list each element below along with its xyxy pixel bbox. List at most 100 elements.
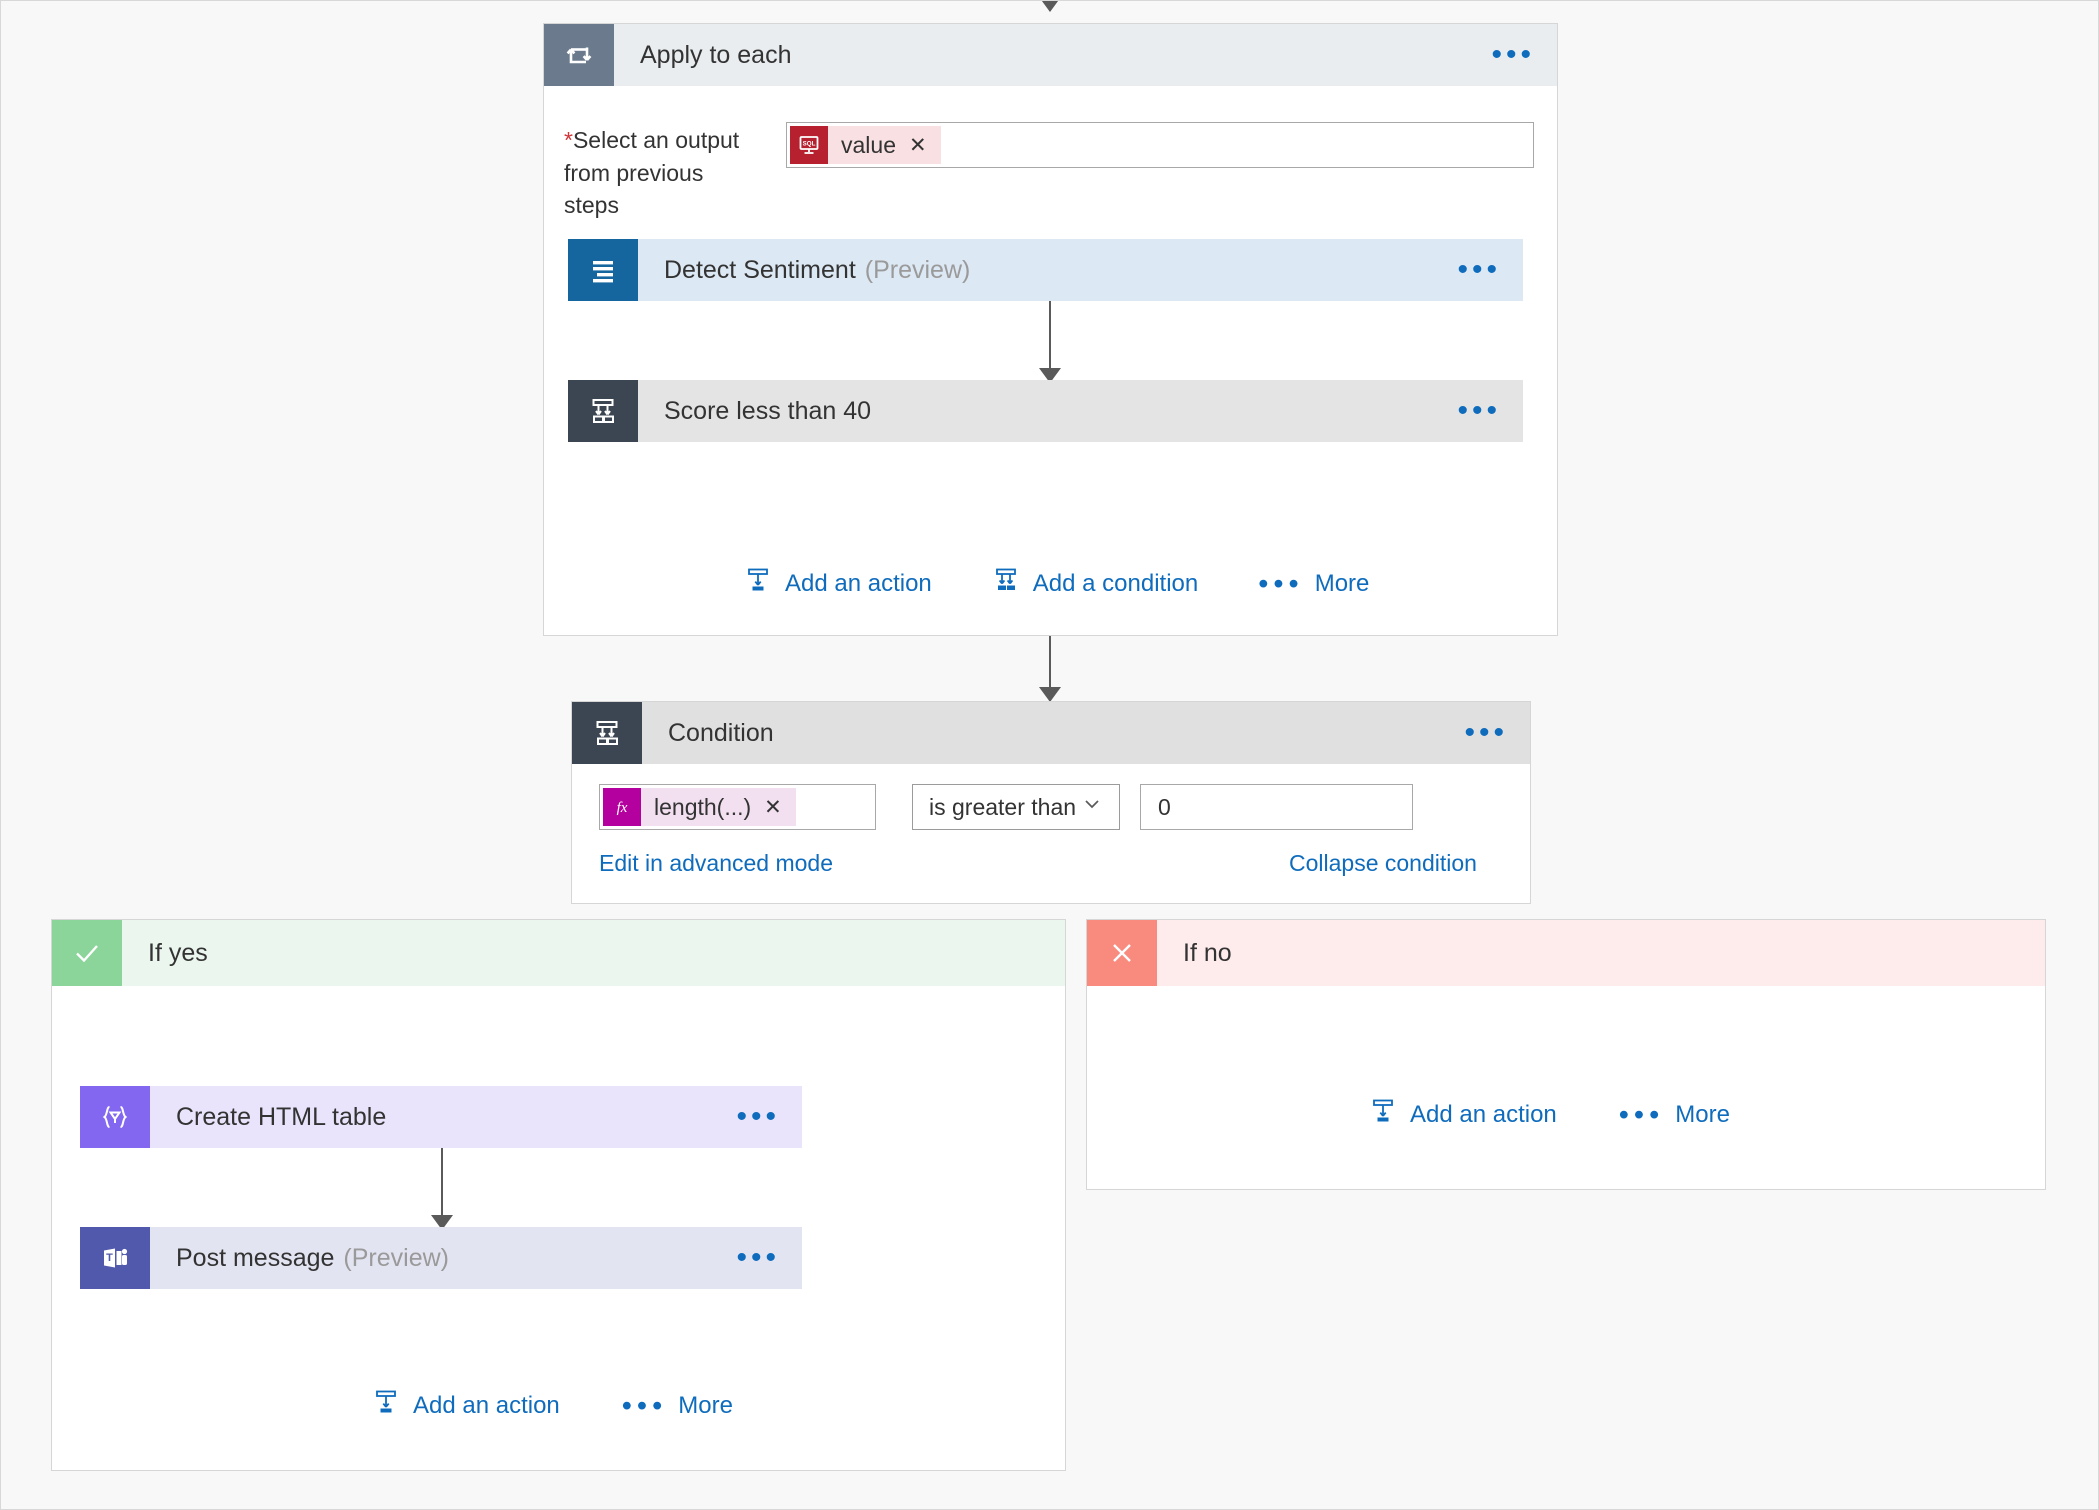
- apply-to-each-header-body: Apply to each •••: [614, 24, 1557, 86]
- if-no-add-an-action-button[interactable]: Add an action: [1369, 1097, 1557, 1132]
- select-output-label: *Select an output from previous steps: [564, 124, 754, 222]
- if-yes-label-wrap: If yes: [122, 920, 1065, 986]
- if-no-label: If no: [1183, 938, 1232, 967]
- if-yes-add-an-action-button[interactable]: Add an action: [372, 1388, 560, 1423]
- condition-left-operand-field[interactable]: fx length(...) ✕: [599, 784, 876, 830]
- function-fx-icon: fx: [603, 788, 641, 826]
- edit-in-advanced-mode-link[interactable]: Edit in advanced mode: [599, 850, 833, 876]
- arrow-into-apply-to-each: [1049, 1, 1051, 11]
- length-expression-token[interactable]: fx length(...) ✕: [603, 788, 796, 826]
- apply-to-each-overflow-menu[interactable]: •••: [1491, 38, 1535, 71]
- create-html-table-header[interactable]: Create HTML table •••: [80, 1086, 802, 1148]
- chevron-down-icon: [1081, 793, 1103, 821]
- create-html-table-card[interactable]: Create HTML table •••: [80, 1086, 802, 1148]
- sql-server-icon: SQL: [790, 126, 828, 164]
- if-yes-more-label: More: [678, 1391, 733, 1419]
- value-token-remove-icon[interactable]: ✕: [908, 133, 927, 157]
- cross-icon: [1087, 920, 1157, 986]
- select-output-label-text: Select an output from previous steps: [564, 127, 740, 219]
- if-yes-actions: Add an action ••• More: [372, 1388, 733, 1423]
- add-a-condition-label: Add a condition: [1032, 569, 1199, 597]
- text-analytics-icon: [568, 239, 638, 301]
- add-action-icon: [1369, 1097, 1397, 1132]
- length-expression-remove-icon[interactable]: ✕: [764, 795, 782, 819]
- if-no-header: If no: [1087, 920, 2045, 986]
- svg-text:fx: fx: [617, 800, 628, 816]
- post-message-header[interactable]: T Post message (Preview) •••: [80, 1227, 802, 1289]
- apply-to-each-title: Apply to each: [640, 40, 792, 69]
- condition-container: Condition ••• fx length(...) ✕: [571, 701, 1531, 904]
- if-yes-label: If yes: [148, 938, 208, 967]
- arrow-detect-sentiment-to-score: [1049, 301, 1051, 382]
- comparison-operator-dropdown[interactable]: is greater than: [912, 784, 1120, 830]
- apply-to-each-container: Apply to each ••• *Select an output from…: [543, 23, 1558, 636]
- if-yes-add-an-action-label: Add an action: [413, 1391, 560, 1419]
- loop-icon: [544, 24, 614, 86]
- teams-icon: T: [80, 1227, 150, 1289]
- select-output-field[interactable]: SQL value ✕: [786, 122, 1534, 168]
- if-yes-branch-container: If yes Create HTML table •••: [51, 919, 1066, 1471]
- comparison-operator-value: is greater than: [929, 793, 1077, 820]
- condition-value-text: 0: [1158, 793, 1171, 820]
- score-less-than-40-title: Score less than 40: [664, 396, 872, 425]
- add-an-action-label: Add an action: [785, 569, 932, 597]
- if-yes-more-button[interactable]: ••• More: [621, 1389, 733, 1422]
- value-token-body: value ✕: [828, 126, 941, 164]
- if-no-label-wrap: If no: [1157, 920, 2045, 986]
- condition-overflow-menu[interactable]: •••: [1464, 716, 1508, 749]
- add-an-action-button[interactable]: Add an action: [744, 566, 932, 601]
- if-no-add-an-action-label: Add an action: [1410, 1100, 1557, 1128]
- detect-sentiment-card[interactable]: Detect Sentiment (Preview) •••: [568, 239, 1523, 301]
- collapse-condition-link[interactable]: Collapse condition: [1289, 850, 1477, 876]
- more-button[interactable]: ••• More: [1258, 567, 1370, 600]
- arrow-create-html-table-to-post-message: [441, 1148, 443, 1229]
- svg-text:SQL: SQL: [803, 140, 816, 147]
- more-label: More: [1314, 569, 1370, 597]
- detect-sentiment-title: Detect Sentiment: [664, 255, 856, 284]
- more-dots-icon: •••: [621, 1389, 668, 1422]
- post-message-title: Post message: [176, 1243, 335, 1272]
- length-expression-token-body: length(...) ✕: [641, 788, 796, 826]
- apply-to-each-header[interactable]: Apply to each •••: [544, 24, 1557, 86]
- condition-value-input[interactable]: 0: [1140, 784, 1413, 830]
- condition-title: Condition: [668, 718, 774, 747]
- add-action-icon: [744, 566, 772, 601]
- score-less-than-40-header-body: Score less than 40 •••: [638, 380, 1523, 442]
- post-message-preview-badge: (Preview): [343, 1243, 449, 1272]
- if-no-more-button[interactable]: ••• More: [1618, 1098, 1730, 1131]
- value-token[interactable]: SQL value ✕: [790, 126, 941, 164]
- detect-sentiment-header-body: Detect Sentiment (Preview) •••: [638, 239, 1523, 301]
- add-condition-icon: [992, 566, 1020, 601]
- if-no-actions: Add an action ••• More: [1369, 1097, 1730, 1132]
- condition-header[interactable]: Condition •••: [572, 702, 1530, 764]
- detect-sentiment-preview-badge: (Preview): [864, 255, 971, 284]
- create-html-table-header-body: Create HTML table •••: [150, 1086, 802, 1148]
- detect-sentiment-header[interactable]: Detect Sentiment (Preview) •••: [568, 239, 1523, 301]
- data-operations-icon: [80, 1086, 150, 1148]
- detect-sentiment-overflow-menu[interactable]: •••: [1457, 253, 1501, 286]
- score-less-than-40-overflow-menu[interactable]: •••: [1457, 394, 1501, 427]
- create-html-table-title: Create HTML table: [176, 1102, 387, 1131]
- create-html-table-overflow-menu[interactable]: •••: [736, 1100, 780, 1133]
- condition-header-body: Condition •••: [642, 702, 1530, 764]
- add-a-condition-button[interactable]: Add a condition: [992, 566, 1198, 601]
- if-no-more-label: More: [1675, 1100, 1730, 1128]
- post-message-card[interactable]: T Post message (Preview) •••: [80, 1227, 802, 1289]
- post-message-header-body: Post message (Preview) •••: [150, 1227, 802, 1289]
- score-less-than-40-card[interactable]: Score less than 40 •••: [568, 380, 1523, 442]
- arrow-apply-to-each-to-condition: [1049, 636, 1051, 701]
- more-dots-icon: •••: [1258, 567, 1304, 600]
- apply-to-each-action-links: Add an action Add a condition: [744, 566, 1369, 601]
- if-yes-header: If yes: [52, 920, 1065, 986]
- value-token-label: value: [841, 131, 896, 158]
- condition-icon: [572, 702, 642, 764]
- length-expression-label: length(...): [654, 793, 752, 820]
- score-less-than-40-header[interactable]: Score less than 40 •••: [568, 380, 1523, 442]
- checkmark-icon: [52, 920, 122, 986]
- condition-icon: [568, 380, 638, 442]
- svg-text:T: T: [106, 1252, 113, 1264]
- more-dots-icon: •••: [1618, 1098, 1665, 1131]
- add-action-icon: [372, 1388, 400, 1423]
- post-message-overflow-menu[interactable]: •••: [736, 1241, 780, 1274]
